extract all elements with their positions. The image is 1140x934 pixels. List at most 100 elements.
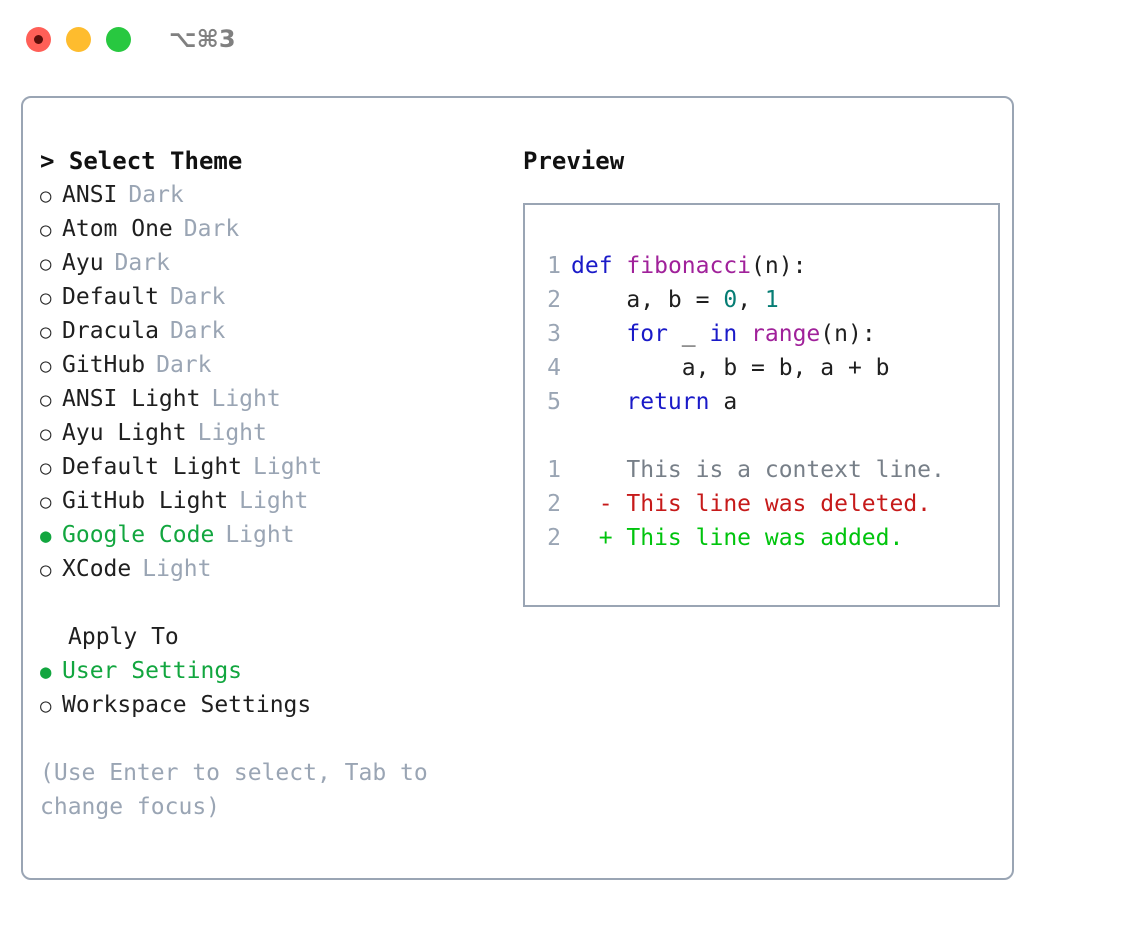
theme-option-ansi[interactable]: ○ ANSI Dark xyxy=(40,178,506,212)
code-line: 2 a, b = 0, 1 xyxy=(535,283,998,317)
close-window-icon[interactable] xyxy=(26,26,51,52)
apply-to-option-user-settings[interactable]: ● User Settings xyxy=(40,654,506,688)
preview-heading: Preview xyxy=(523,147,625,175)
code-line-number: 4 xyxy=(547,355,561,381)
theme-option-label: Default xyxy=(62,284,159,310)
code-token-num: 1 xyxy=(764,287,779,313)
theme-option-label: ANSI xyxy=(62,182,118,208)
diff-line-content: + This line was added. xyxy=(571,525,904,551)
code-line-number: 2 xyxy=(547,287,561,313)
theme-variant-badge: Dark xyxy=(169,284,226,310)
radio-unselected-icon: ○ xyxy=(40,321,52,343)
theme-variant-badge: Light xyxy=(211,386,281,412)
code-token-kw: in xyxy=(709,321,738,347)
code-token-plain xyxy=(613,253,627,279)
theme-variant-badge: Light xyxy=(197,420,267,446)
code-token-fn: fibonacci xyxy=(626,253,752,279)
theme-variant-badge: Dark xyxy=(183,216,240,242)
code-token-plain xyxy=(737,321,751,347)
apply-to-option-workspace-settings[interactable]: ○Workspace Settings xyxy=(40,688,506,722)
theme-option-atom-one[interactable]: ○ Atom One Dark xyxy=(40,212,506,246)
code-token-plain: , xyxy=(737,287,765,313)
code-diff-separator xyxy=(535,419,998,453)
diff-line-number: 1 xyxy=(547,457,561,483)
diff-line-ctx: 1 This is a context line. xyxy=(535,453,998,487)
theme-option-label: XCode xyxy=(62,556,132,582)
code-token-kw: for xyxy=(626,321,668,347)
theme-option-label: Ayu xyxy=(62,250,104,276)
code-token-num: 0 xyxy=(723,287,738,313)
radio-selected-icon: ● xyxy=(40,661,52,683)
apply-to-heading: Apply To xyxy=(68,624,179,650)
diff-line-del: 2 - This line was deleted. xyxy=(535,487,998,521)
minimize-window-icon[interactable] xyxy=(66,26,91,52)
code-line: 1 def fibonacci(n): xyxy=(535,249,998,283)
theme-option-default-light[interactable]: ○ Default Light Light xyxy=(40,450,506,484)
theme-option-label: Atom One xyxy=(62,216,173,242)
apply-to-options: ● User Settings ○Workspace Settings xyxy=(40,654,506,722)
code-token-plain: a xyxy=(709,389,738,415)
diff-line-content: This is a context line. xyxy=(571,457,945,483)
code-line-content: def fibonacci(n): xyxy=(571,249,806,283)
select-theme-heading: > Select Theme xyxy=(40,147,243,175)
code-line: 5 return a xyxy=(535,385,998,419)
code-line: 3 for _ in range(n): xyxy=(535,317,998,351)
theme-option-label: Default Light xyxy=(62,454,243,480)
code-line-content: a, b = 0, 1 xyxy=(571,283,779,317)
diff-line-number: 2 xyxy=(547,525,561,551)
theme-variant-badge: Dark xyxy=(114,250,170,276)
theme-option-dracula[interactable]: ○ Dracula Dark xyxy=(40,314,506,348)
radio-unselected-icon: ○ xyxy=(40,559,52,581)
apply-to-option-label: User Settings xyxy=(62,658,243,684)
radio-unselected-icon: ○ xyxy=(40,219,52,241)
theme-option-default[interactable]: ○ Default Dark xyxy=(40,280,506,314)
maximize-window-icon[interactable] xyxy=(106,26,131,52)
radio-unselected-icon: ○ xyxy=(40,389,52,411)
theme-variant-badge: Dark xyxy=(169,318,226,344)
code-token-plain: a, b = xyxy=(571,287,724,313)
radio-unselected-icon: ○ xyxy=(40,287,52,309)
diff-line-add: 2 + This line was added. xyxy=(535,521,998,555)
code-token-plain: a, b = b, a + b xyxy=(571,355,890,381)
apply-to-option-label: Workspace Settings xyxy=(62,692,312,718)
theme-variant-badge: Dark xyxy=(156,352,212,378)
theme-option-label: ANSI Light xyxy=(62,386,201,412)
window-controls xyxy=(26,26,131,52)
code-token-plain xyxy=(571,389,626,415)
radio-unselected-icon: ○ xyxy=(40,491,52,513)
code-line-number: 1 xyxy=(547,253,561,279)
radio-unselected-icon: ○ xyxy=(40,253,52,275)
code-line-content: a, b = b, a + b xyxy=(571,351,890,385)
radio-unselected-icon: ○ xyxy=(40,457,52,479)
radio-selected-icon: ● xyxy=(40,525,52,547)
keyboard-hint-text: (Use Enter to select, Tab to change focu… xyxy=(40,760,442,820)
radio-unselected-icon: ○ xyxy=(40,185,52,207)
code-line-content: return a xyxy=(571,385,737,419)
code-token-fn: range xyxy=(751,321,821,347)
theme-variant-badge: Light xyxy=(253,454,323,480)
theme-option-label: Dracula xyxy=(62,318,159,344)
code-line-number: 5 xyxy=(547,389,561,415)
radio-unselected-icon: ○ xyxy=(40,355,52,377)
diff-line-content: - This line was deleted. xyxy=(571,491,932,517)
theme-option-ayu[interactable]: ○ Ayu Dark xyxy=(40,246,506,280)
theme-variant-badge: Dark xyxy=(128,182,184,208)
radio-unselected-icon: ○ xyxy=(40,423,52,445)
code-token-punct: (n): xyxy=(751,253,807,279)
theme-option-label: GitHub Light xyxy=(62,488,229,514)
code-line: 4 a, b = b, a + b xyxy=(535,351,998,385)
theme-option-ansi-light[interactable]: ○ ANSI Light Light xyxy=(40,382,506,416)
title-bar: ⌥⌘3 xyxy=(0,0,1140,78)
theme-option-label: Google Code xyxy=(62,522,215,548)
